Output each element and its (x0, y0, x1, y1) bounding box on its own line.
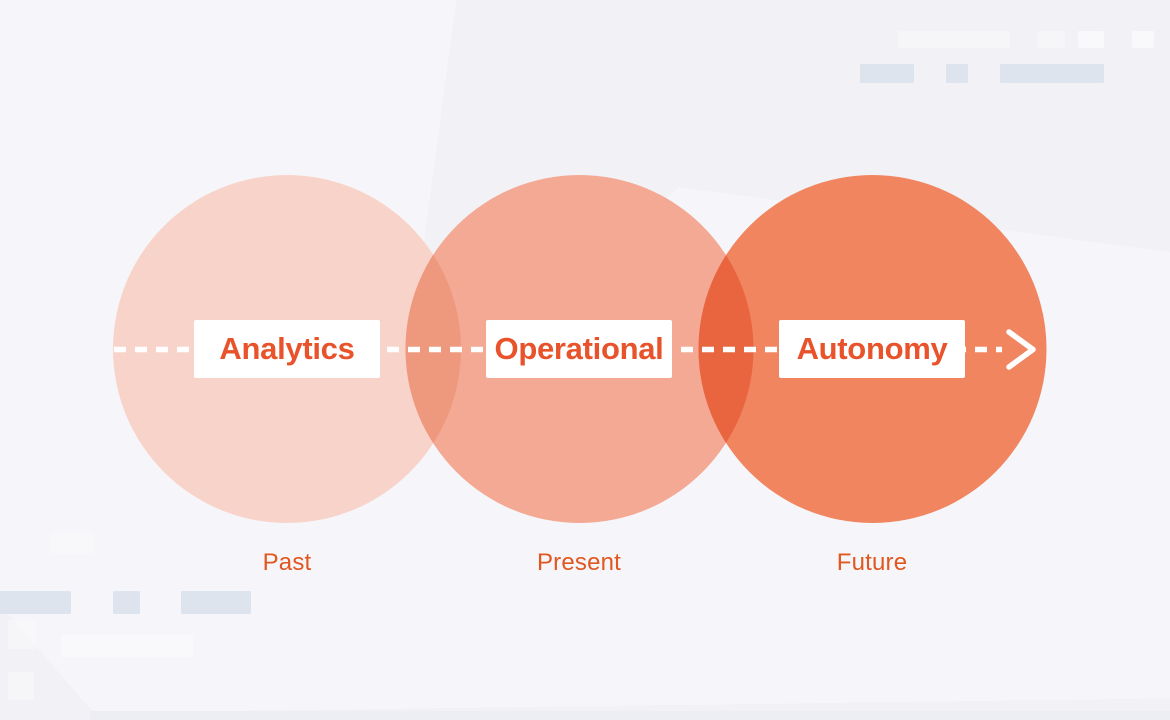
skeleton-rect (61, 635, 193, 657)
skeleton-rect (1037, 31, 1065, 48)
skeleton-rect (946, 64, 968, 83)
stage-label-autonomy: Autonomy (796, 331, 948, 366)
timeframe-future: Future (836, 549, 908, 576)
skeleton-rect (1078, 31, 1104, 48)
skeleton-rect (8, 672, 34, 700)
stage-label-operational: Operational (494, 331, 664, 366)
background-bottom-strip (90, 711, 1170, 720)
skeleton-rect (8, 620, 36, 649)
stage-box-analytics: Analytics (194, 320, 380, 378)
skeleton-rect (181, 591, 251, 614)
skeleton-rect (113, 591, 140, 614)
skeleton-rect (1000, 64, 1104, 83)
skeleton-rect (898, 31, 1010, 48)
timeframe-past: Past (262, 549, 312, 576)
skeleton-rect (0, 591, 71, 614)
stage-box-autonomy: Autonomy (779, 320, 965, 378)
stage-box-operational: Operational (486, 320, 672, 378)
skeleton-rect (1132, 31, 1154, 48)
arrowhead-icon (1006, 329, 1036, 370)
skeleton-rect (860, 64, 914, 83)
stage-label-analytics: Analytics (219, 331, 355, 366)
timeframe-present: Present (536, 549, 622, 576)
skeleton-rect (50, 532, 94, 554)
